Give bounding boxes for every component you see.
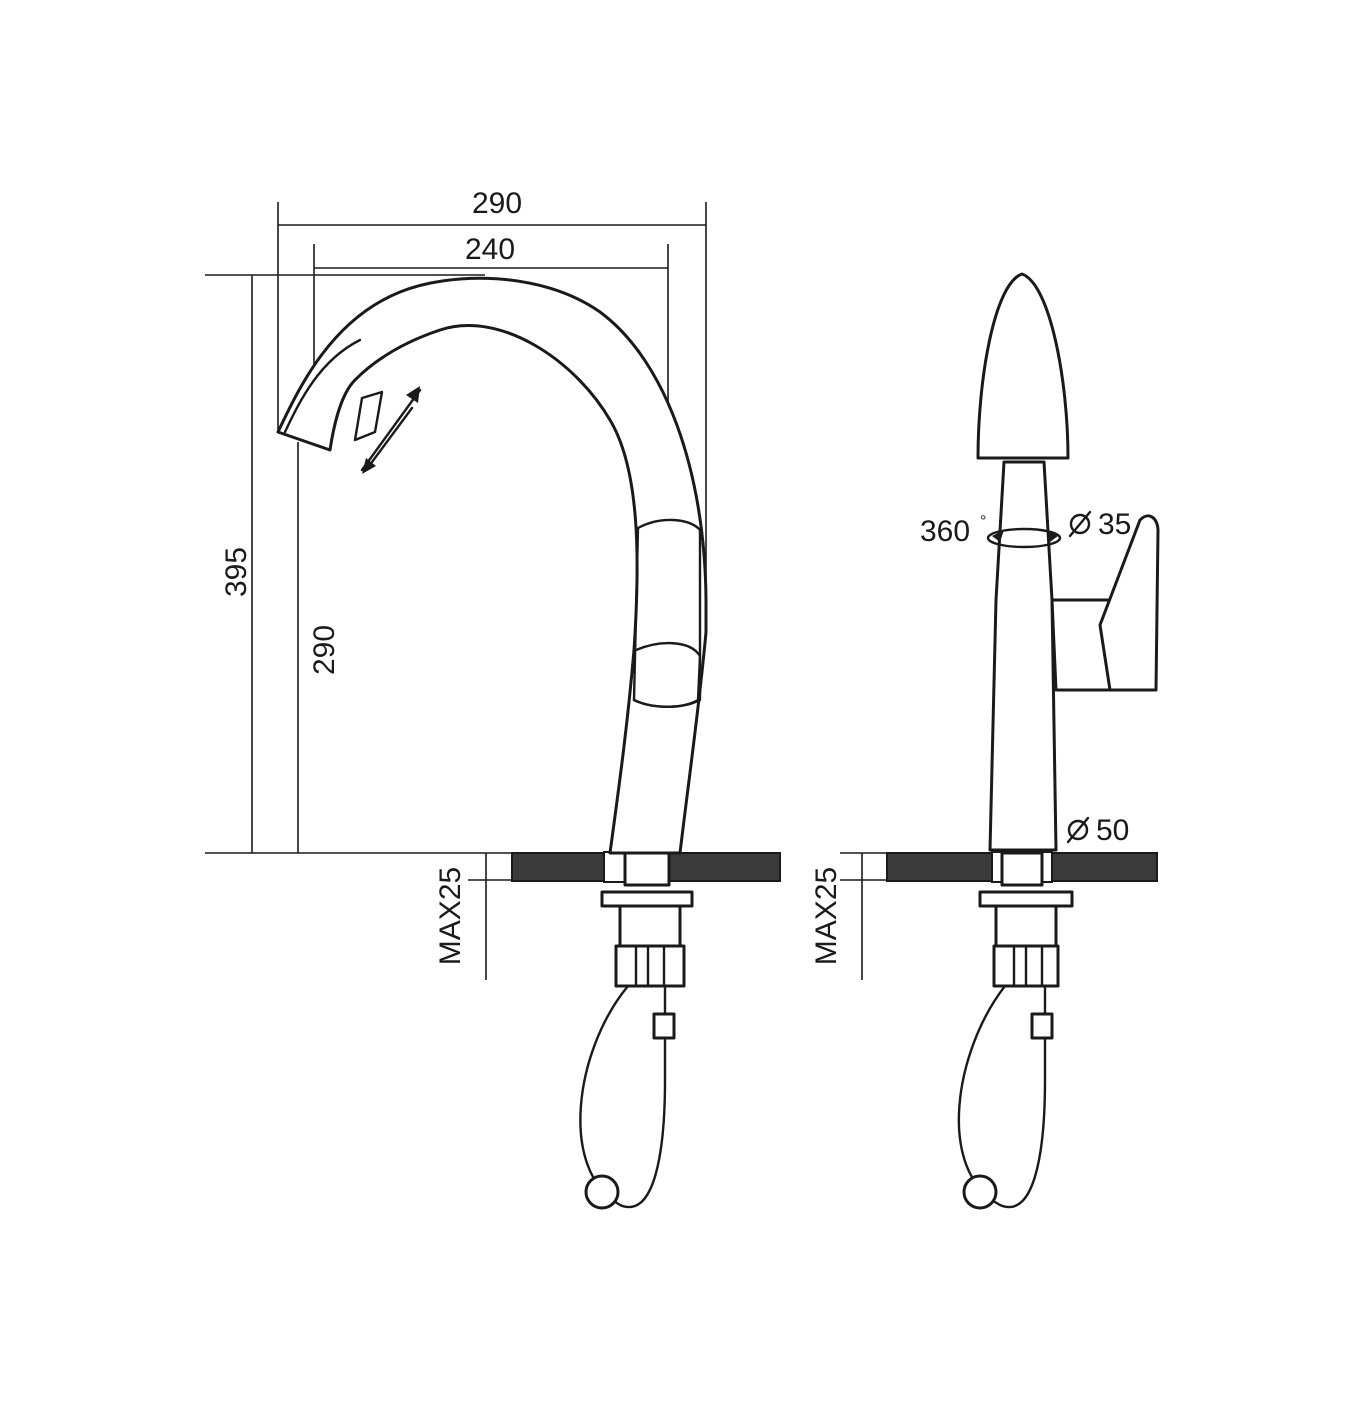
- dimension-reach: 240: [313, 233, 669, 520]
- front-view: 360 ° 35 50 MAX25: [810, 272, 1160, 1210]
- rotation-label: 360: [920, 515, 970, 548]
- mounting-assembly-side: [579, 890, 694, 1210]
- dim-label-290-height: 290: [308, 625, 341, 675]
- dim-label-max25-side: MAX25: [434, 867, 467, 965]
- dim-label-395: 395: [220, 547, 253, 597]
- dimension-counter-thickness-front: MAX25: [810, 853, 887, 980]
- diameter-icon: [1066, 816, 1090, 844]
- mounting-assembly-front: [957, 890, 1074, 1210]
- dim-label-diameter-35: 35: [1098, 508, 1131, 541]
- faucet-body-side: [276, 276, 708, 887]
- double-arrow-icon: [360, 386, 422, 474]
- dimension-total-height: 395: [205, 274, 485, 853]
- dimension-counter-thickness-side: MAX25: [434, 853, 512, 980]
- degree-mark: °: [980, 513, 986, 530]
- spray-head-front: [976, 272, 1070, 460]
- dimension-total-width: 290: [277, 187, 707, 620]
- diameter-icon: [1068, 510, 1092, 538]
- rotation-arrow-icon: [986, 527, 1062, 549]
- dim-label-diameter-50: 50: [1096, 814, 1129, 847]
- dim-label-240: 240: [465, 233, 515, 266]
- dim-label-max25-front: MAX25: [810, 867, 843, 965]
- faucet-body-front: [988, 460, 1160, 852]
- dim-label-290-width: 290: [472, 187, 522, 220]
- dimension-spout-height: 290: [297, 442, 341, 853]
- side-view: 290 240 395 290 MAX25: [205, 187, 781, 1210]
